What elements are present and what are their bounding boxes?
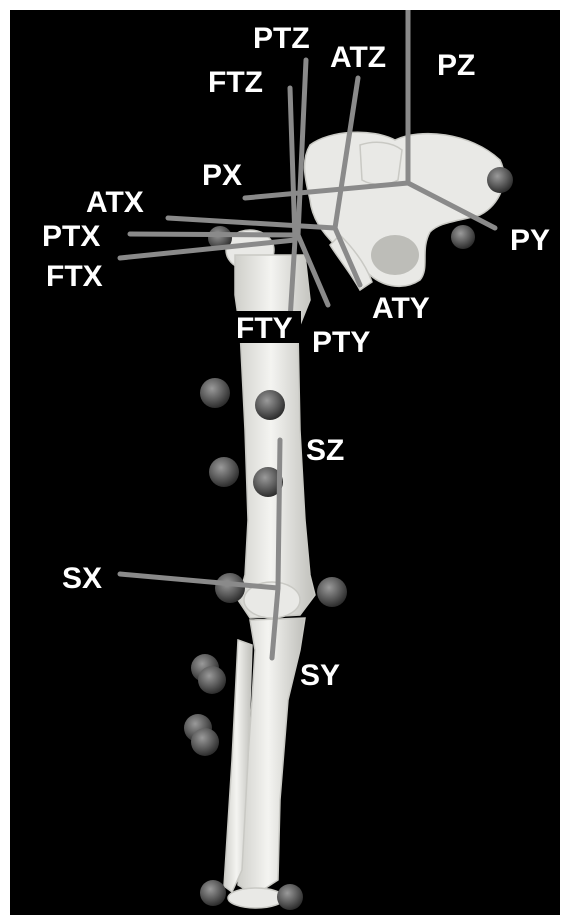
ptz-axis-line	[298, 60, 306, 235]
px-label: PX	[202, 159, 242, 192]
sy-label: SY	[300, 659, 340, 692]
sz-axis-line	[278, 440, 280, 588]
ptx-axis-line	[130, 234, 298, 235]
sx-label: SX	[62, 562, 102, 595]
ftz-label: FTZ	[208, 66, 263, 99]
sz-label: SZ	[306, 434, 344, 467]
3d-viewport[interactable]: PTZ ATZ PZ FTZ PX ATX PTX FTX PY ATY FTY…	[10, 10, 560, 915]
py-label: PY	[510, 224, 550, 257]
pty-label: PTY	[312, 326, 370, 359]
aty-label: ATY	[372, 292, 430, 325]
marker	[209, 457, 239, 487]
marker	[255, 390, 285, 420]
femur-bone	[226, 230, 315, 618]
skeleton-scene: PTZ ATZ PZ FTZ PX ATX PTX FTX PY ATY FTY…	[10, 10, 560, 915]
ftx-label: FTX	[46, 260, 103, 293]
marker	[451, 225, 475, 249]
marker	[200, 880, 226, 906]
marker	[215, 573, 245, 603]
marker	[200, 378, 230, 408]
marker	[191, 728, 219, 756]
fty-label: FTY	[236, 312, 293, 345]
marker	[198, 666, 226, 694]
ptz-label: PTZ	[253, 22, 310, 55]
pz-label: PZ	[437, 49, 475, 82]
marker	[277, 884, 303, 910]
marker	[487, 167, 513, 193]
ankle-joint	[228, 888, 284, 908]
ptx-label: PTX	[42, 220, 100, 253]
ftz-axis-line	[290, 88, 295, 240]
atx-label: ATX	[86, 186, 144, 219]
marker	[317, 577, 347, 607]
pelvis-bone	[305, 132, 504, 290]
atz-label: ATZ	[330, 41, 386, 74]
atx-axis-line	[168, 218, 335, 228]
